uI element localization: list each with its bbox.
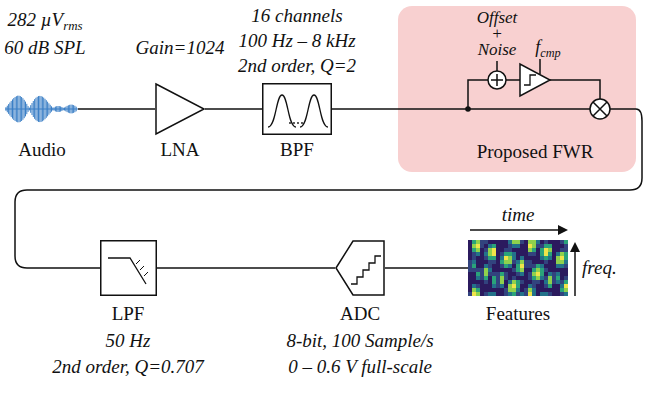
subscript: cmp [540,46,560,60]
spec-drawing [468,240,568,296]
text-line: Offset [477,9,518,26]
text-label: Noise [478,40,517,59]
text-line: BPF [280,140,314,159]
text-line: Features [486,304,550,323]
text-label: ADC [340,303,380,324]
text-line: 16 channels [251,6,342,25]
block-node: ADC 8-bit, 100 Sample/s 0 – 0.6 V full-sca… [270,236,450,386]
text-label: 16 channels [251,5,342,26]
text-label: f [535,37,540,57]
text-label: 282 µV [7,9,63,30]
block-node: Features [460,236,580,336]
text-line: LPF [112,304,145,323]
text-label: 8-bit, 100 Sample/s [286,330,433,351]
text-label: Audio [18,139,66,160]
text-line: Noise [478,41,517,58]
text-line: freq. [582,258,617,277]
branch-wire [468,80,488,109]
mixer-out-wire [610,108,636,110]
signal-connector [332,108,398,110]
signal-connector [78,108,155,110]
text-label: Proposed FWR [477,141,594,162]
arrow-head [558,225,568,235]
block-node: LPF 50 Hz 2nd order, Q=0.707 [40,236,220,386]
comparator-out-wire [550,80,600,99]
text-label: LNA [160,139,199,160]
lpf-drawing [100,240,157,296]
text-label: BPF [280,139,314,160]
block-node: 16 channels 100 Hz – 8 kHz 2nd order, Q=2B… [232,0,362,160]
clock-wire [539,59,541,74]
text-label: freq. [582,257,617,278]
adder-symbol [488,71,506,89]
multiplier-symbol [590,99,610,119]
adder-out-wire [506,79,520,81]
text-line: LNA [160,140,199,159]
text-line: 282 µVrms [7,10,82,33]
text-line: 8-bit, 100 Sample/s [286,331,433,350]
text-label: LPF [112,303,145,324]
text-label: 2nd order, Q=2 [238,55,356,76]
text-label: 100 Hz – 8 kHz [238,30,355,51]
text-line: 2nd order, Q=2 [238,56,356,75]
text-line: 2nd order, Q=0.707 [52,357,203,376]
text-line: 50 Hz [106,331,151,350]
comparator-symbol [520,64,550,96]
text-label: Gain=1024 [136,37,225,58]
offset-wire [496,61,498,71]
arrow-head [570,242,580,252]
adc-drawing [335,240,385,296]
tri-shape [155,83,205,135]
text-label: 2nd order, Q=0.707 [52,356,203,377]
text-label: 50 Hz [106,330,151,351]
text-line: Proposed FWR [477,142,594,161]
block-node: 282 µVrms 60 dB SPL Audio [0,0,100,160]
text-line: 0 – 0.6 V full-scale [288,357,432,376]
text-line: Audio [18,140,66,159]
bpf-shape [262,83,332,135]
text-line: Gain=1024 [136,38,225,57]
tri-drawing [155,83,205,135]
text-line: time [502,205,535,224]
text-label: 0 – 0.6 V full-scale [288,356,432,377]
wave-shape [5,93,78,125]
signal-connector [157,267,335,269]
signal-connector [205,108,262,110]
text-line: 60 dB SPL [4,38,85,57]
text-line: + [491,25,502,42]
signal-connector [385,267,468,269]
text-line: ADC [340,304,380,323]
text-line: fcmp [535,38,560,59]
text-line: 100 Hz – 8 kHz [238,31,355,50]
block-node: Gain=1024LNA [120,30,240,160]
time-axis-arrow [470,229,560,231]
text-label: 60 dB SPL [4,37,85,58]
freq-axis-arrow [574,250,576,296]
spec-shape [468,240,568,296]
junction-dot [465,106,471,112]
text-label: time [502,204,535,225]
adc-shape [335,240,385,296]
lpf-shape [100,240,157,296]
text-label: Features [486,303,550,324]
signal-wire [398,108,590,110]
bpf-drawing [262,83,332,135]
wave-drawing [5,93,78,125]
subscript: rms [63,18,82,33]
